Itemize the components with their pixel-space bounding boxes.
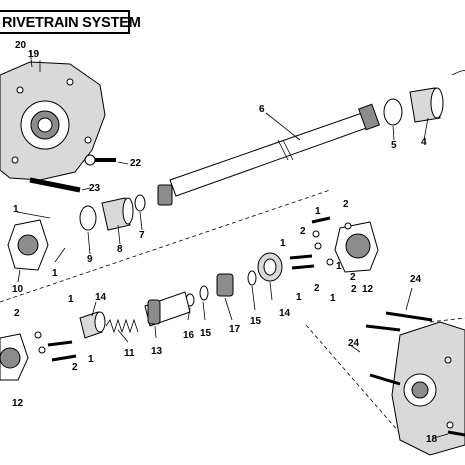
callout-24: 24 (410, 274, 422, 285)
callout-15: 15 (200, 328, 212, 339)
callout-1: 1 (330, 293, 336, 304)
callout-5: 5 (391, 140, 397, 151)
callout-9: 9 (87, 254, 93, 265)
callout-7: 7 (139, 230, 145, 241)
clip-part (199, 285, 209, 301)
callout-14: 14 (279, 308, 291, 319)
callout-17: 17 (229, 324, 241, 335)
spring-part (105, 318, 139, 334)
page-title: RIVETRAIN SYSTEM (2, 15, 141, 31)
leader-lines (16, 49, 449, 439)
callout-1: 1 (13, 204, 19, 215)
callout-15: 15 (250, 316, 262, 327)
callout-10: 10 (12, 284, 24, 295)
callout-2: 2 (351, 284, 357, 295)
flange-part (0, 333, 29, 381)
callout-1: 1 (52, 268, 58, 279)
callout-2: 2 (14, 308, 20, 319)
clip-part (134, 194, 146, 212)
callout-labels: 20 19 6 22 23 5 4 1 9 8 7 1 10 1 2 1 2 1… (12, 40, 438, 445)
callout-16: 16 (183, 330, 195, 341)
coupler-part (79, 311, 106, 339)
title-box: RIVETRAIN SYSTEM (0, 10, 141, 34)
front-gearcase (0, 61, 106, 181)
callout-4: 4 (421, 137, 427, 148)
callout-20: 20 (15, 40, 27, 51)
callout-6: 6 (259, 104, 265, 115)
callout-18: 18 (426, 434, 438, 445)
callout-1: 1 (88, 354, 94, 365)
callout-1: 1 (315, 206, 321, 217)
callout-1: 1 (336, 261, 342, 272)
clip-part (247, 270, 257, 286)
callout-13: 13 (151, 346, 163, 357)
coupler-part (257, 252, 283, 282)
callout-2: 2 (350, 272, 356, 283)
flange-part (7, 219, 49, 271)
callout-12: 12 (12, 398, 24, 409)
callout-11: 11 (124, 348, 135, 359)
callout-14: 14 (95, 292, 107, 303)
bolt-part (34, 331, 77, 362)
splined-gear (157, 184, 173, 206)
rear-gearcase (391, 321, 465, 456)
splined-shaft (144, 291, 191, 327)
callout-1: 1 (68, 294, 74, 305)
bolt-part (289, 216, 352, 270)
callout-22: 22 (130, 158, 142, 169)
oring-part (79, 205, 97, 231)
bolt-part (365, 311, 465, 437)
prop-shaft (169, 103, 380, 197)
coupler-part (409, 87, 444, 123)
callout-1: 1 (280, 238, 286, 249)
splined-gear (216, 273, 234, 297)
bolt-part (29, 177, 81, 193)
callout-2: 2 (300, 226, 306, 237)
callout-1: 1 (296, 292, 302, 303)
callout-24: 24 (348, 338, 360, 349)
callout-12: 12 (362, 284, 374, 295)
bolt-part (84, 154, 116, 166)
callout-19: 19 (28, 49, 40, 60)
ring-part (383, 98, 403, 126)
callout-2: 2 (343, 199, 349, 210)
callout-8: 8 (117, 244, 123, 255)
callout-23: 23 (89, 183, 101, 194)
coupler-part (101, 197, 134, 231)
callout-2: 2 (314, 283, 320, 294)
callout-2: 2 (72, 362, 78, 373)
flange-part (334, 221, 379, 273)
